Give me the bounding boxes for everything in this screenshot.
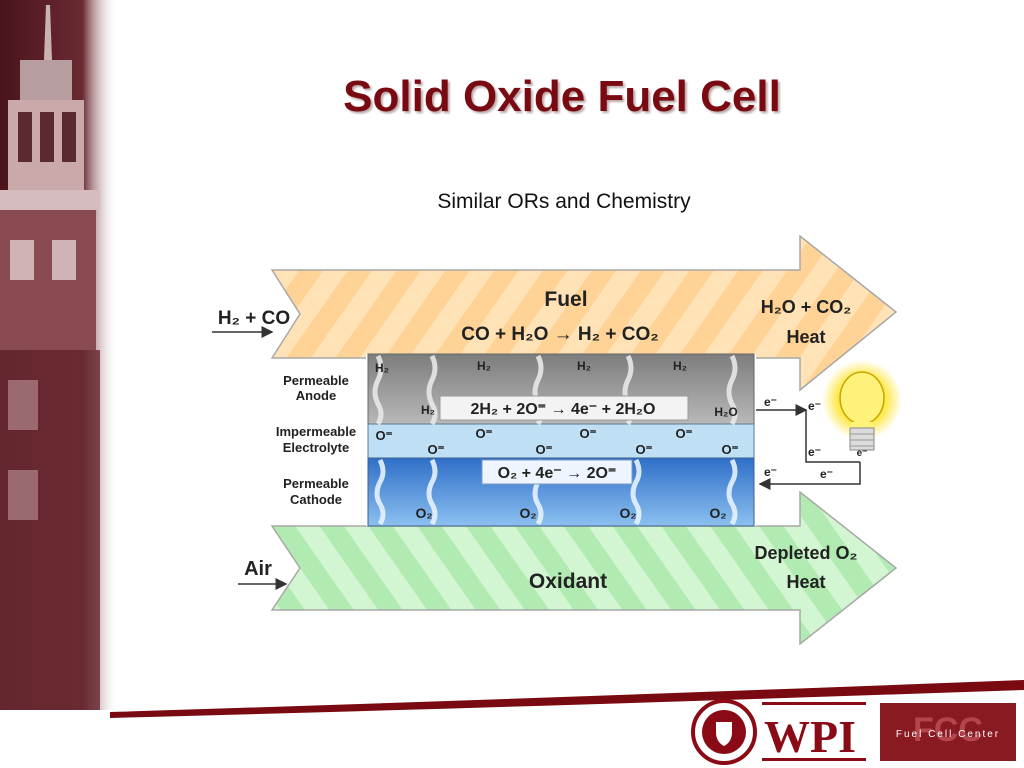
fuel-cell-diagram: Permeable Anode Impermeable Electrolyte … [212,234,902,646]
fcc-logo: FCC Fuel Cell Center [880,703,1016,761]
page-subtitle: Similar ORs and Chemistry [437,190,691,213]
oxide-ion-label: O⁼ [476,426,493,441]
oxide-ion-label: O⁼ [580,426,597,441]
anode-h2-label: H₂ [673,359,687,373]
oxide-ion-label: O⁼ [636,442,653,457]
anode-h2-label: H₂ [477,359,491,373]
fuel-input-label: H₂ + CO [218,308,290,329]
electron-label: e⁻ [808,445,821,459]
oxide-ion-label: O⁼ [376,428,393,443]
anode-side-h2: H₂ [421,403,435,417]
air-output-2: Heat [786,572,825,592]
bulb-electron-label: e⁻ [857,448,868,459]
cathode-o2-label: O₂ [415,505,432,521]
wpi-text: WPI [764,711,856,762]
fcc-text: FCC [913,711,983,749]
oxide-ion-label: O⁼ [676,426,693,441]
fcc-subtitle: Fuel Cell Center [896,729,1000,740]
electrolyte-ions: O⁼ O⁼ O⁼ O⁼ O⁼ O⁼ O⁼ O⁼ [376,426,739,457]
electron-label: e⁻ [820,467,833,481]
cathode-label-1: Permeable [283,476,349,491]
wpi-logo: WPI [691,699,866,765]
anode-h2o: H₂O [714,405,737,419]
air-input-label: Air [244,558,272,580]
oxidant-title: Oxidant [529,570,607,593]
cell-body [366,353,756,527]
external-circuit: e⁻ e⁻ e⁻ e⁻ e⁻ [756,395,861,490]
sidebar-building-image [0,0,118,710]
anode-reaction-box [439,395,689,421]
fuel-output-1: H₂O + CO₂ [761,297,852,317]
electrolyte-layer [367,423,755,459]
air-arrow [270,490,898,646]
oxide-ion-label: O⁼ [722,442,739,457]
fuel-title: Fuel [544,288,587,311]
anode-h2-label: H₂ [577,359,591,373]
cathode-o2-label: O₂ [619,505,636,521]
anode-reaction: 2H₂ + 2O⁼ → 4e⁻ + 2H₂O [471,401,656,418]
page-title: Solid Oxide Fuel Cell [343,72,781,121]
fuel-reaction: CO + H₂O → H₂ + CO₂ [461,324,658,345]
oxide-ion-label: O⁼ [428,442,445,457]
electrolyte-label-2: Electrolyte [283,440,349,455]
anode-h2-labels: H₂ H₂ H₂ H₂ H₂ 2H₂ + 2O⁼ → 4e⁻ + 2H₂O H₂… [375,359,738,419]
light-bulb-icon: e⁻ [822,360,902,459]
electron-label: e⁻ [764,395,777,409]
electron-label: e⁻ [808,399,821,413]
cathode-reaction: O₂ + 4e⁻ → 2O⁼ [498,465,617,482]
cathode-label-2: Cathode [290,492,342,507]
oxide-ion-label: O⁼ [536,442,553,457]
fuel-output-2: Heat [786,327,825,347]
anode-h2-label: H₂ [375,361,389,375]
anode-label-2: Anode [296,388,336,403]
cathode-reaction-box [481,459,633,485]
cathode-o2-labels: O₂ O₂ O₂ O₂ [415,505,726,521]
air-output-1: Depleted O₂ [754,543,857,563]
electrolyte-label-1: Impermeable [276,424,356,439]
cathode-o2-label: O₂ [709,505,726,521]
electron-label: e⁻ [764,465,777,479]
cathode-o2-label: O₂ [519,505,536,521]
anode-label-1: Permeable [283,373,349,388]
fuel-arrow [270,234,898,392]
layer-labels: Permeable Anode Impermeable Electrolyte … [276,373,356,507]
